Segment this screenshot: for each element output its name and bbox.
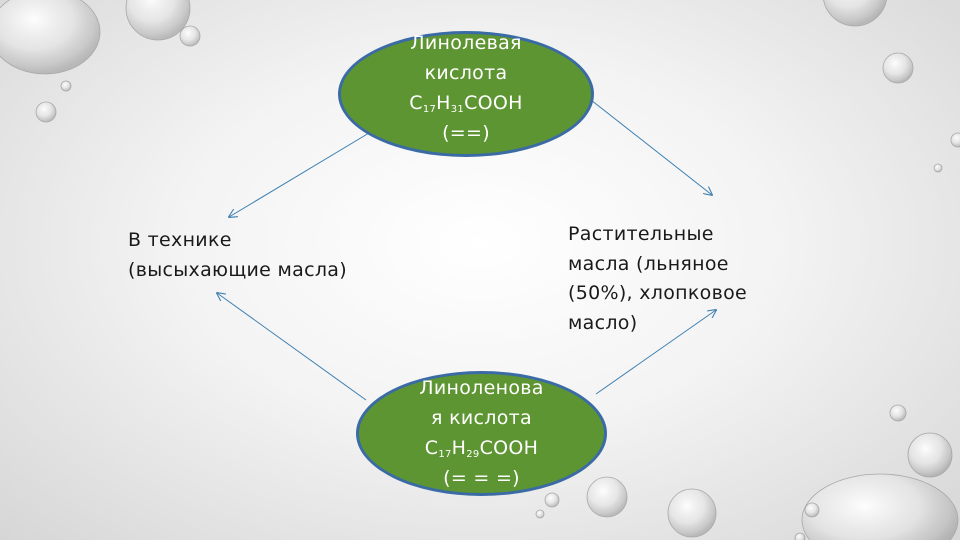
vegetable-oils-line3: (50%), хлопковое [568, 282, 747, 304]
linolenic-acid-text: Линоленова я кислота C17H29COOH (= = =) [356, 373, 607, 493]
arrow-top-to-right [590, 99, 712, 195]
linolenic-acid-bonds: (= = =) [443, 467, 520, 489]
technical-use-line1: В технике [128, 229, 232, 251]
linoleic-acid-formula: C17H31COOH [409, 92, 523, 115]
linolenic-acid-name-line1: Линоленова [419, 377, 544, 399]
linolenic-acid-name-line2: я кислота [431, 407, 532, 429]
linoleic-acid-name-line2: кислота [424, 62, 508, 84]
linoleic-acid-node [338, 31, 594, 157]
vegetable-oils-line4: масло) [568, 311, 638, 334]
linoleic-acid-text: Линолевая кислота C17H31COOH (==) [338, 28, 594, 148]
arrow-top-to-left [229, 132, 370, 217]
vegetable-oils-line1: Растительные [568, 223, 714, 245]
technical-use-label: В технике (высыхающие масла) [128, 226, 428, 285]
linolenic-acid-formula: C17H29COOH [424, 437, 539, 460]
technical-use-line2: (высыхающие масла) [128, 258, 347, 281]
vegetable-oils-label: Растительные масла (льняное (50%), хлопк… [568, 220, 868, 338]
linolenic-acid-node [356, 371, 607, 496]
vegetable-oils-line2: масла (льняное [568, 252, 729, 275]
linoleic-acid-bonds: (==) [442, 122, 490, 144]
linoleic-acid-name-line1: Линолевая [410, 32, 522, 54]
arrow-bottom-to-right [595, 310, 716, 395]
arrow-bottom-to-left [217, 293, 367, 401]
